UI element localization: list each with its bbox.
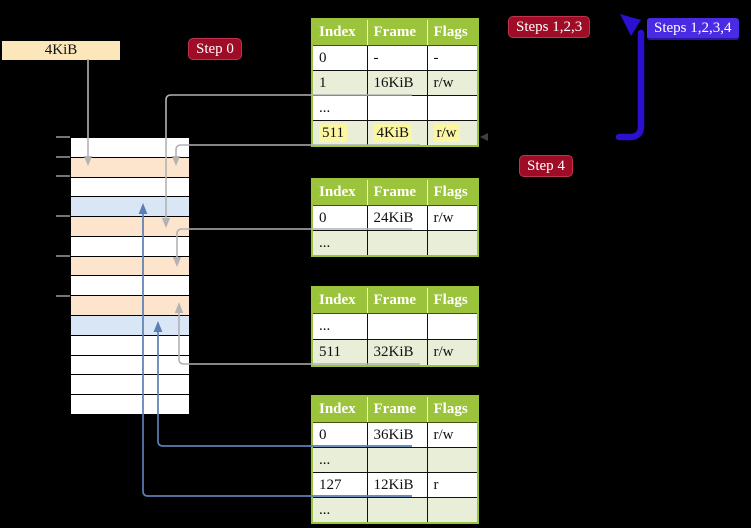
table-cell: ... [312,95,368,121]
table-cell: ... [312,230,368,256]
table-cell: r/w [427,120,478,146]
table-header-row: Index Frame Flags [312,287,478,314]
table-row-recursive-entry: 511 4KiB r/w [312,120,478,146]
memory-column [70,137,190,415]
table-cell: 4KiB [367,120,428,146]
table-cell: ... [312,447,368,473]
page-table-level3: Index Frame Flags 0 24KiB r/w ... [311,178,479,257]
table-cell: r/w [433,426,454,443]
step0-badge: Step 0 [188,38,242,60]
header-index: Index [312,396,368,423]
root-pointer-label: 4KiB [2,41,120,60]
table-header-row: Index Frame Flags [312,19,478,46]
highlighted-value: 511 [319,123,347,142]
table-cell [367,313,428,340]
table-cell: 16KiB [367,70,428,96]
table-cell [367,95,428,121]
memory-frame-row [71,138,189,158]
table-cell [367,230,428,256]
table-cell: 0 [312,205,368,231]
steps1234-badge: Steps 1,2,3,4 [647,18,739,40]
header-flags: Flags [427,179,478,206]
table-cell: 0 [312,422,368,448]
table-row: ... [312,447,478,473]
table-cell: 12KiB [367,472,428,498]
page-table-level1: Index Frame Flags 0 36KiB r/w ... 127 12… [311,395,479,524]
memory-frame-row [71,236,189,257]
step4-badge: Step 4 [519,155,573,177]
memory-frame-row [71,355,189,376]
header-index: Index [312,19,368,46]
table-cell: - [433,49,439,66]
table-cell [427,230,478,256]
header-flags: Flags [427,396,478,423]
header-flags: Flags [427,287,478,314]
memory-frame-row [71,375,189,396]
memory-frame-row [71,197,189,218]
table-row: 0 24KiB r/w [312,205,478,231]
table-cell: 127 [312,472,368,498]
table-cell: r/w [427,339,478,366]
table-row: 511 32KiB r/w [312,339,478,366]
table-cell [427,447,478,473]
arrow-recursive-loop [615,14,645,141]
header-frame: Frame [367,287,428,314]
table-cell [427,314,478,340]
table-header-row: Index Frame Flags [312,179,478,206]
table-cell [427,497,478,523]
header-frame: Frame [367,396,428,423]
header-index: Index [312,287,368,314]
table-cell: 24KiB [367,205,428,231]
highlighted-value: r/w [433,123,460,142]
table-cell: r/w [427,70,478,96]
table-cell: ... [312,313,368,340]
table-row: 0 36KiB r/w [312,422,478,448]
memory-frame-row [71,217,189,237]
memory-frame-row [71,177,189,198]
table-cell: 0 [312,45,368,71]
page-table-level2: Index Frame Flags ... 511 32KiB r/w [311,286,479,367]
table-cell: 36KiB [367,422,428,448]
table-cell [367,447,428,473]
table-cell [367,497,428,523]
header-flags: Flags [427,19,478,46]
table-row: ... [312,230,478,256]
arrow-l4-entry511-to-frame4 [171,144,420,166]
memory-frame-row [71,256,189,277]
table-row: ... [312,313,478,340]
table-cell: r/w [433,209,454,226]
header-index: Index [312,179,368,206]
header-frame: Frame [367,179,428,206]
page-table-level4: Index Frame Flags 0 - - 1 16KiB r/w ... … [311,18,479,147]
memory-frame-row [71,395,189,414]
memory-frame-row [71,296,189,317]
table-cell: 511 [312,120,368,146]
table-row: ... [312,95,478,121]
memory-frame-row [71,335,189,356]
steps123-badge: Steps 1,2,3 [508,16,591,38]
table-cell: r [427,472,478,498]
table-cell: 1 [312,70,368,96]
table-row: ... [312,497,478,523]
memory-frame-row [71,276,189,297]
table-row: 127 12KiB r [312,472,478,498]
table-row: 0 - - [312,45,478,71]
memory-address-ticks [56,136,70,297]
table-cell: 511 [312,339,368,366]
table-header-row: Index Frame Flags [312,396,478,423]
table-cell: ... [312,497,368,523]
entry511-marker-icon [480,133,488,141]
table-cell: - [367,45,428,71]
table-cell: 32KiB [367,339,428,366]
memory-frame-row [71,157,189,178]
header-frame: Frame [367,19,428,46]
memory-frame-row [71,316,189,336]
table-cell [427,95,478,121]
table-row: 1 16KiB r/w [312,70,478,96]
highlighted-value: 4KiB [373,123,413,142]
